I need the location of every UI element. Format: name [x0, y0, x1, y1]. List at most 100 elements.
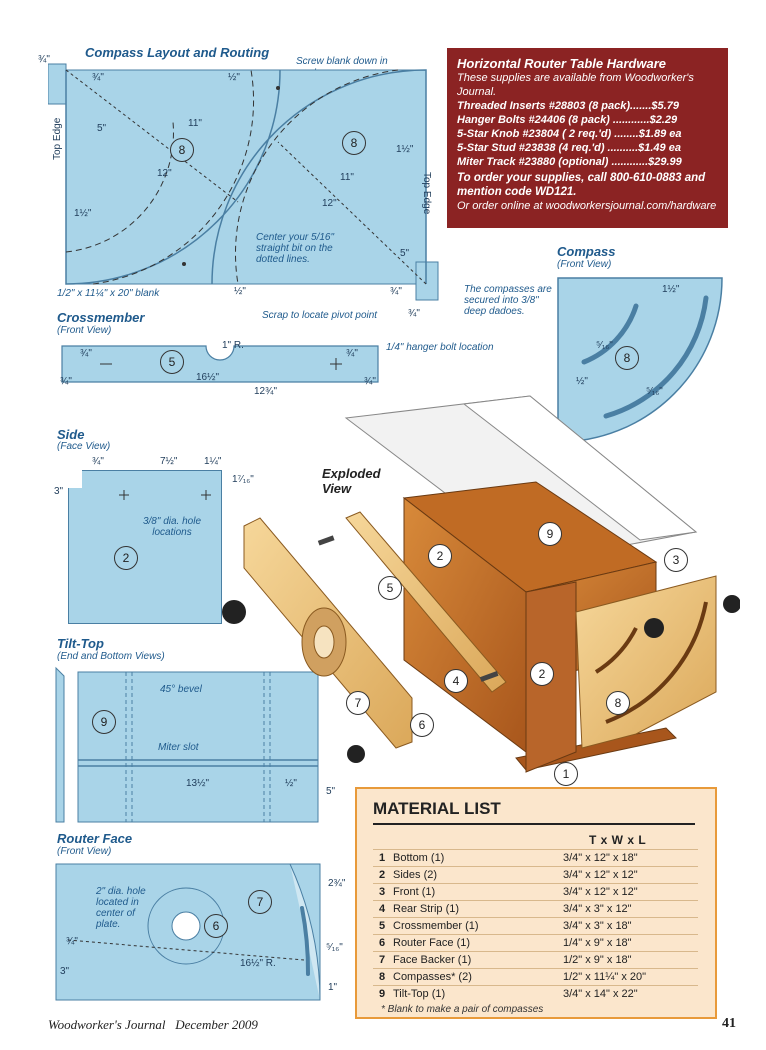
dim-5-left: 5": [97, 123, 107, 134]
exploded-callout-3: 3: [664, 548, 688, 572]
scrap-note: Scrap to locate pivot point: [262, 310, 378, 321]
side-title: Side: [57, 427, 85, 442]
exploded-callout-2b: 2: [530, 662, 554, 686]
compass-dim-c: ½": [576, 376, 588, 387]
compass-part-callout: 8: [615, 346, 639, 370]
compass-layout-drawing: [48, 63, 439, 301]
crossmember-dim-c: ¾": [346, 348, 358, 359]
hardware-title: Horizontal Router Table Hardware: [457, 56, 666, 71]
side-panel: [68, 470, 222, 624]
dim-half-top: ½": [228, 72, 240, 83]
router-face-view: (Front View): [57, 846, 112, 857]
exploded-view-title: Exploded View: [322, 466, 381, 496]
crossmember-title: Crossmember: [57, 310, 145, 325]
dim-three-quarter-b: ¾": [92, 72, 104, 83]
star-knob-icon: [222, 600, 246, 624]
compass-note: The compasses are secured into 3/8" deep…: [464, 284, 552, 317]
dim-three-quarter-d: ¾": [408, 308, 420, 319]
router-dim-a: 2¾": [328, 878, 346, 889]
exploded-callout-5: 5: [378, 576, 402, 600]
hardware-item: 5-Star Knob #23804 ( 2 req.'d) ........$…: [457, 128, 682, 140]
hardware-box: Horizontal Router Table Hardware These s…: [447, 48, 728, 228]
dim-three-quarter-a: ¾": [38, 54, 50, 65]
router-dim-c: 1": [328, 982, 338, 993]
compass-dim-a: 1½": [662, 284, 680, 295]
side-part-callout: 2: [114, 546, 138, 570]
crossmember-dim-16: 16½": [196, 372, 220, 383]
hardware-intro: These supplies are available from Woodwo…: [457, 72, 694, 98]
router-face-callout-6: 6: [204, 914, 228, 938]
divider: [373, 823, 695, 825]
part-8-right-callout: 8: [342, 131, 366, 155]
tilt-dim-5: 5": [326, 786, 336, 797]
blank-size-note: 1/2" x 11¼" x 20" blank: [57, 288, 160, 299]
compass-dim-b: ⁵⁄₁₆": [596, 340, 613, 351]
dim-12-right: 12": [322, 198, 337, 209]
exploded-callout-4: 4: [444, 669, 468, 693]
dim-11-left: 11": [188, 118, 202, 129]
tilt-dim-half: ½": [285, 778, 297, 789]
tilt-top-view: (End and Bottom Views): [57, 651, 165, 662]
hardware-item: Hanger Bolts #24406 (8 pack) ...........…: [457, 114, 678, 126]
side-view: (Face View): [57, 441, 111, 452]
hardware-item: 5-Star Stud #23838 (4 req.'d) ..........…: [457, 142, 681, 154]
dim-5-right: 5": [400, 248, 410, 259]
part-8-left-callout: 8: [170, 138, 194, 162]
exploded-callout-2a: 2: [428, 544, 452, 568]
hanger-bolt-note: 1/4" hanger bolt location: [386, 342, 494, 353]
side-dim-e: 3": [54, 486, 64, 497]
crossmember-view: (Front View): [57, 325, 112, 336]
material-footnote: * Blank to make a pair of compasses: [381, 1004, 544, 1015]
exploded-callout-1: 1: [554, 762, 578, 786]
side-dim-c: 1¼": [204, 456, 222, 467]
side-dim-d: 1⁷⁄₁₆": [232, 474, 254, 485]
hardware-online[interactable]: Or order online at woodworkersjournal.co…: [457, 200, 717, 212]
hardware-item: Threaded Inserts #28803 (8 pack).......$…: [457, 100, 679, 112]
crossmember-dim-a: ¾": [80, 348, 92, 359]
compass-view: (Front View): [557, 259, 612, 270]
compass-layout-title: Compass Layout and Routing: [85, 45, 270, 60]
router-hole-note: 2" dia. hole located in center of plate.: [96, 886, 146, 930]
compass-drawing: [557, 277, 723, 443]
tilt-top-part-callout: 9: [92, 710, 116, 734]
top-edge-left-label: Top Edge: [52, 117, 63, 160]
compass-dim-d: ⁵⁄₁₆": [646, 386, 663, 397]
crossmember-dim-d: ¾": [364, 376, 376, 387]
router-dim-d: 3": [60, 966, 70, 977]
side-dim-b: 7½": [160, 456, 178, 467]
dim-half-bottom: ½": [234, 286, 246, 297]
dim-11-right: 11": [340, 172, 354, 183]
hardware-item: Miter Track #23880 (optional) ..........…: [457, 156, 682, 168]
exploded-callout-9: 9: [538, 522, 562, 546]
router-face-drawing: [55, 863, 321, 1001]
exploded-callout-7: 7: [346, 691, 370, 715]
dim-12-left: 12": [157, 168, 172, 179]
compass-title: Compass: [557, 244, 616, 259]
exploded-callout-6: 6: [410, 713, 434, 737]
page-number: 41: [722, 1016, 736, 1031]
router-dim-e: ¾": [66, 936, 78, 947]
crossmember-drawing: [61, 345, 379, 383]
exploded-view-illustration: [243, 395, 740, 773]
side-dim-a: ¾": [92, 456, 104, 467]
hole-location-note: 3/8" dia. hole locations: [142, 516, 202, 538]
router-radius: 16½" R.: [240, 958, 276, 969]
dim-1-5-left: 1½": [74, 208, 92, 219]
router-face-title: Router Face: [57, 831, 133, 846]
router-dim-b: ⁵⁄₁₆": [326, 942, 343, 953]
top-edge-right-label: Top Edge: [421, 172, 432, 215]
material-list-title: MATERIAL LIST: [373, 799, 501, 818]
hardware-order: To order your supplies, call 800-610-088…: [457, 172, 706, 198]
tilt-top-title: Tilt-Top: [57, 636, 104, 651]
crossmember-dim-b: ¾": [60, 376, 72, 387]
crossmember-dim-12: 12¾": [254, 386, 278, 397]
